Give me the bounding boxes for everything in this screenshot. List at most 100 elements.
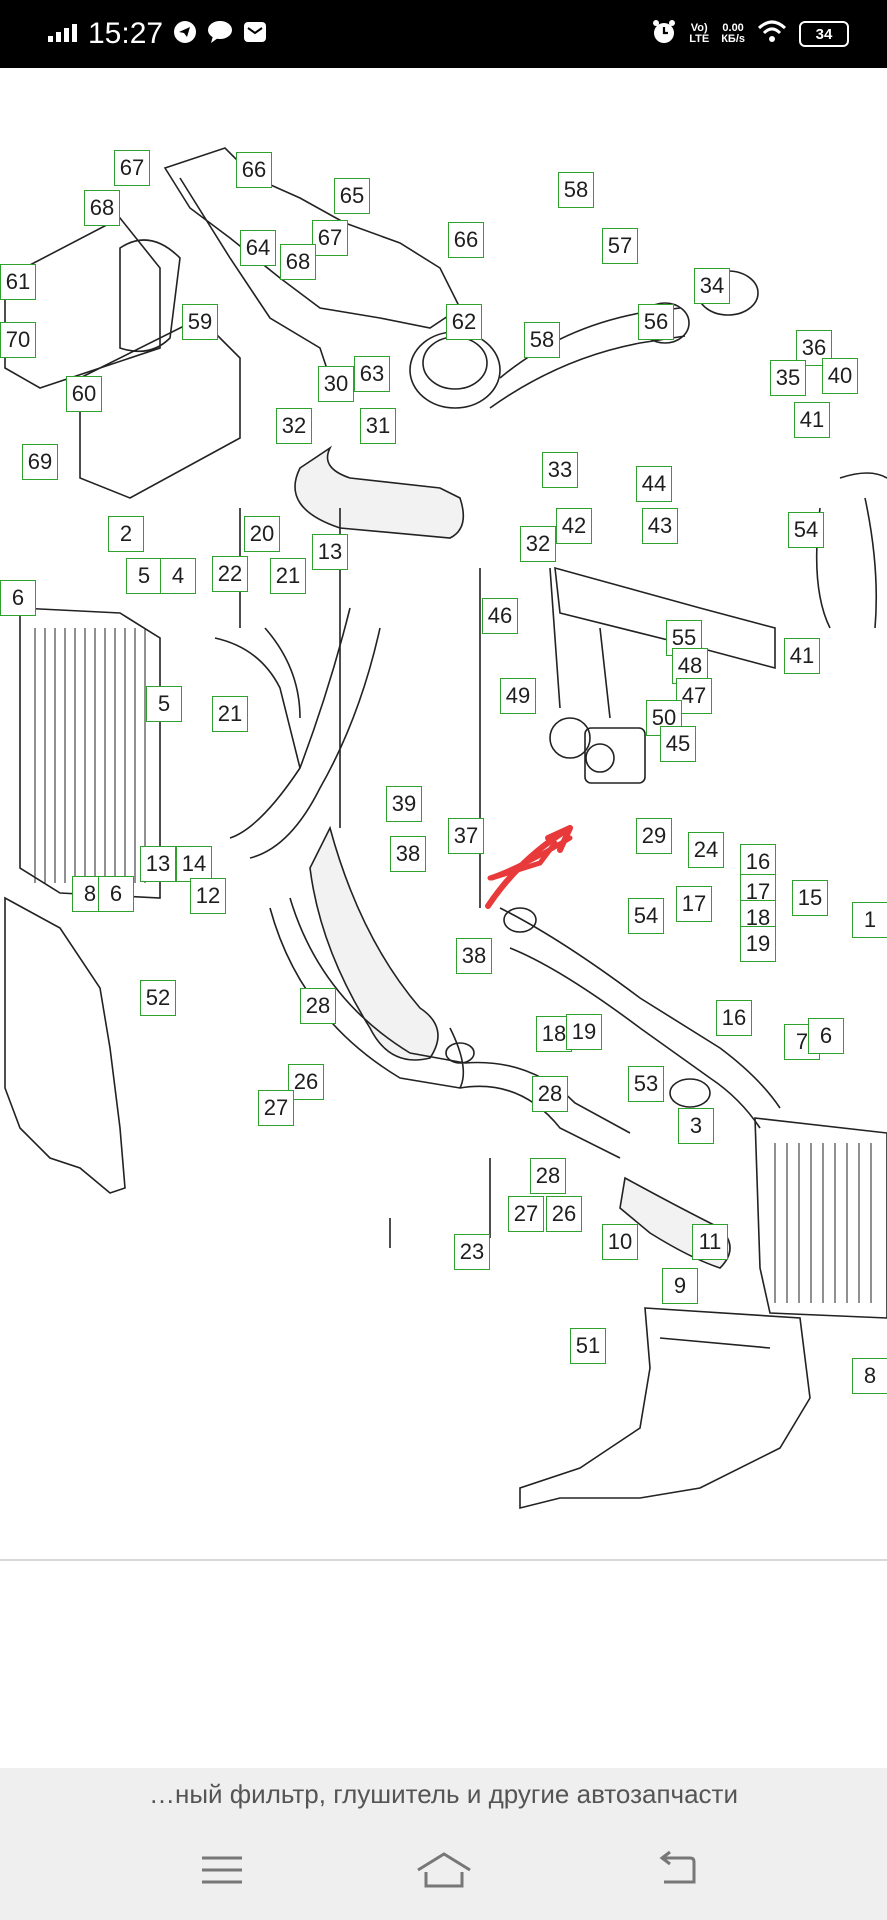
part-label-67: 67: [114, 150, 150, 186]
part-label-51: 51: [570, 1328, 606, 1364]
part-label-44: 44: [636, 466, 672, 502]
part-label-43: 43: [642, 508, 678, 544]
part-label-14: 14: [176, 846, 212, 882]
wifi-icon: [757, 20, 787, 49]
part-label-46: 46: [482, 598, 518, 634]
alarm-clock-icon: [651, 19, 677, 50]
status-time: 15:27: [88, 17, 164, 50]
part-label-47: 47: [676, 678, 712, 714]
part-label-1: 1: [852, 902, 887, 938]
part-label-5: 5: [126, 558, 162, 594]
part-label-54: 54: [788, 512, 824, 548]
part-label-3: 3: [678, 1108, 714, 1144]
part-label-32: 32: [520, 526, 556, 562]
part-label-5: 5: [146, 686, 182, 722]
part-label-52: 52: [140, 980, 176, 1016]
part-label-35: 35: [770, 360, 806, 396]
part-label-8: 8: [852, 1358, 887, 1394]
part-label-57: 57: [602, 228, 638, 264]
part-label-28: 28: [530, 1158, 566, 1194]
part-label-12: 12: [190, 878, 226, 914]
part-label-26: 26: [288, 1064, 324, 1100]
caption-text: …ный фильтр, глушитель и другие автозапч…: [149, 1779, 738, 1809]
part-label-13: 13: [140, 846, 176, 882]
part-label-11: 11: [692, 1224, 728, 1260]
part-label-17: 17: [676, 886, 712, 922]
part-label-41: 41: [794, 402, 830, 438]
part-label-59: 59: [182, 304, 218, 340]
menu-icon[interactable]: [190, 1842, 254, 1898]
part-label-68: 68: [84, 190, 120, 226]
part-label-39: 39: [386, 786, 422, 822]
part-label-38: 38: [456, 938, 492, 974]
part-label-34: 34: [694, 268, 730, 304]
part-label-28: 28: [300, 988, 336, 1024]
divider: [0, 1559, 887, 1561]
part-label-66: 66: [236, 152, 272, 188]
part-label-67: 67: [312, 220, 348, 256]
part-label-9: 9: [662, 1268, 698, 1304]
network-indicator: Vo) LTE: [689, 22, 710, 45]
part-label-70: 70: [0, 322, 36, 358]
part-label-23: 23: [454, 1234, 490, 1270]
telegram-icon: [173, 20, 197, 49]
part-label-2: 2: [108, 516, 144, 552]
part-label-69: 69: [22, 444, 58, 480]
part-label-31: 31: [360, 408, 396, 444]
part-label-13: 13: [312, 534, 348, 570]
part-label-54: 54: [628, 898, 664, 934]
part-label-58: 58: [524, 322, 560, 358]
network-speed: 0.00 КБ/s: [721, 22, 745, 45]
part-label-28: 28: [532, 1076, 568, 1112]
navigation-bar: [0, 1820, 887, 1920]
chat-bubble-icon: [207, 20, 233, 49]
part-label-27: 27: [258, 1090, 294, 1126]
signal-bars-icon: [48, 22, 78, 47]
part-label-21: 21: [270, 558, 306, 594]
part-label-56: 56: [638, 304, 674, 340]
page-caption: …ный фильтр, глушитель и другие автозапч…: [0, 1768, 887, 1820]
part-label-66: 66: [448, 222, 484, 258]
part-label-10: 10: [602, 1224, 638, 1260]
part-label-49: 49: [500, 678, 536, 714]
part-label-20: 20: [244, 516, 280, 552]
part-label-24: 24: [688, 832, 724, 868]
part-label-41: 41: [784, 638, 820, 674]
back-icon[interactable]: [644, 1842, 708, 1898]
home-icon[interactable]: [412, 1842, 476, 1898]
status-bar: 15:27 Vo) LTE 0.00 КБ/s 34: [0, 0, 887, 68]
part-label-30: 30: [318, 366, 354, 402]
part-label-38: 38: [390, 836, 426, 872]
part-label-62: 62: [446, 304, 482, 340]
part-label-63: 63: [354, 356, 390, 392]
part-label-19: 19: [566, 1014, 602, 1050]
battery-indicator: 34: [799, 21, 849, 47]
part-label-53: 53: [628, 1066, 664, 1102]
part-label-16: 16: [716, 1000, 752, 1036]
part-label-19: 19: [740, 926, 776, 962]
part-label-4: 4: [160, 558, 196, 594]
part-label-60: 60: [66, 376, 102, 412]
part-label-61: 61: [0, 264, 36, 300]
part-label-26: 26: [546, 1196, 582, 1232]
part-label-6: 6: [98, 876, 134, 912]
part-label-40: 40: [822, 358, 858, 394]
part-label-21: 21: [212, 696, 248, 732]
part-label-45: 45: [660, 726, 696, 762]
part-label-22: 22: [212, 556, 248, 592]
part-label-32: 32: [276, 408, 312, 444]
part-label-33: 33: [542, 452, 578, 488]
part-label-64: 64: [240, 230, 276, 266]
part-label-68: 68: [280, 244, 316, 280]
part-label-29: 29: [636, 818, 672, 854]
part-label-6: 6: [808, 1018, 844, 1054]
part-label-6: 6: [0, 580, 36, 616]
part-label-37: 37: [448, 818, 484, 854]
parts-diagram-drawing: [4, 147, 887, 1510]
part-label-27: 27: [508, 1196, 544, 1232]
part-label-58: 58: [558, 172, 594, 208]
part-label-65: 65: [334, 178, 370, 214]
part-label-42: 42: [556, 508, 592, 544]
part-label-15: 15: [792, 880, 828, 916]
